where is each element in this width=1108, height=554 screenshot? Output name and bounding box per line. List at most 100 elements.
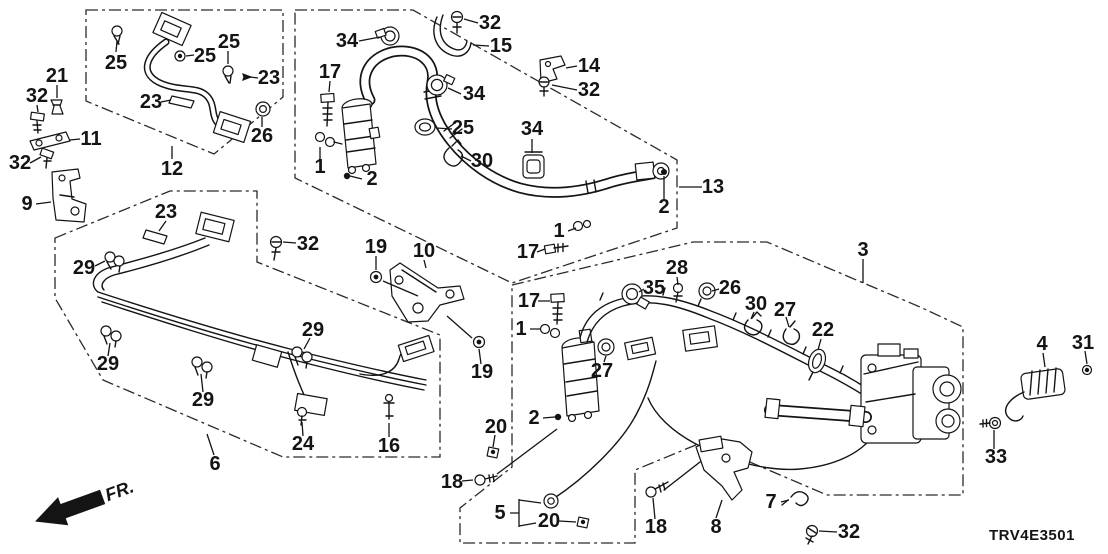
tape-23 — [142, 229, 168, 245]
callout-19[interactable]: 19 — [471, 361, 493, 383]
eyelet-terminal — [543, 493, 559, 509]
water-pump — [341, 98, 381, 175]
bolt-32 — [29, 111, 45, 134]
callout-19[interactable]: 19 — [365, 236, 387, 258]
callout-17[interactable]: 17 — [518, 290, 540, 312]
callout-18[interactable]: 18 — [441, 471, 463, 493]
callout-35[interactable]: 35 — [643, 277, 665, 299]
callout-21[interactable]: 21 — [46, 65, 68, 87]
box-3-outline — [459, 241, 964, 544]
box-6-outline — [54, 190, 441, 458]
clip-21 — [50, 99, 64, 115]
pin-2 — [554, 413, 562, 421]
callout-9[interactable]: 9 — [21, 193, 32, 215]
callout-31[interactable]: 31 — [1072, 332, 1094, 354]
tape-23 — [168, 95, 195, 109]
callout-27[interactable]: 27 — [591, 360, 613, 382]
callout-1[interactable]: 1 — [553, 220, 564, 242]
bracket-9 — [51, 168, 87, 223]
callout-23[interactable]: 23 — [258, 67, 280, 89]
callout-7[interactable]: 7 — [765, 491, 776, 513]
callout-12[interactable]: 12 — [161, 158, 183, 180]
callout-2[interactable]: 2 — [528, 407, 539, 429]
callout-32[interactable]: 32 — [479, 12, 501, 34]
arrow-icon — [35, 489, 106, 526]
callout-16[interactable]: 16 — [378, 435, 400, 457]
hose-13-artwork — [314, 10, 670, 255]
callout-34[interactable]: 34 — [521, 118, 544, 140]
callout-10[interactable]: 10 — [413, 240, 435, 262]
callout-25[interactable]: 25 — [194, 45, 216, 67]
callout-1[interactable]: 1 — [515, 318, 526, 340]
callout-25[interactable]: 25 — [452, 117, 474, 139]
callout-26[interactable]: 26 — [719, 277, 741, 299]
callout-11[interactable]: 11 — [80, 128, 101, 150]
callout-26[interactable]: 26 — [251, 125, 273, 147]
callout-32[interactable]: 32 — [838, 521, 860, 543]
callout-23[interactable]: 23 — [140, 91, 162, 113]
callout-25[interactable]: 25 — [105, 52, 127, 74]
callout-34[interactable]: 34 — [336, 30, 359, 52]
callout-3[interactable]: 3 — [857, 239, 868, 261]
callout-27[interactable]: 27 — [774, 299, 796, 321]
clip-23 — [242, 72, 253, 82]
clip-29 — [191, 356, 213, 379]
callout-15[interactable]: 15 — [490, 35, 512, 57]
clip-30 — [743, 311, 763, 336]
callout-8[interactable]: 8 — [710, 516, 721, 538]
connector — [212, 110, 252, 144]
screw-32 — [538, 76, 550, 97]
clamp-34 — [374, 26, 400, 46]
callout-29[interactable]: 29 — [73, 257, 95, 279]
callout-32[interactable]: 32 — [26, 85, 48, 107]
pin-2 — [343, 172, 351, 180]
callout-30[interactable]: 30 — [745, 293, 767, 315]
left-column-parts — [29, 99, 87, 223]
bolt-17 — [543, 242, 569, 255]
callout-2[interactable]: 2 — [366, 168, 377, 190]
callout-17[interactable]: 17 — [319, 61, 341, 83]
bolt-33 — [979, 416, 1002, 430]
callout-14[interactable]: 14 — [578, 55, 601, 77]
callout-34[interactable]: 34 — [463, 83, 486, 105]
callout-25[interactable]: 25 — [218, 31, 240, 53]
callout-17[interactable]: 17 — [517, 241, 539, 263]
callout-33[interactable]: 33 — [985, 446, 1007, 468]
callout-24[interactable]: 24 — [292, 433, 315, 455]
callout-29[interactable]: 29 — [97, 353, 119, 375]
callout-2[interactable]: 2 — [658, 196, 669, 218]
nut-pair-1 — [539, 323, 561, 339]
callout-4[interactable]: 4 — [1036, 333, 1048, 355]
screw-28 — [672, 282, 684, 303]
connector-4 — [1005, 367, 1066, 422]
callout-6[interactable]: 6 — [209, 453, 220, 475]
callout-18[interactable]: 18 — [645, 516, 667, 538]
callout-28[interactable]: 28 — [666, 257, 688, 279]
harness-3-artwork — [474, 282, 1093, 545]
ground-cable-5 — [552, 360, 657, 500]
callout-23[interactable]: 23 — [155, 201, 177, 223]
callout-32[interactable]: 32 — [9, 152, 31, 174]
hook-bracket-15 — [433, 14, 472, 57]
callout-29[interactable]: 29 — [302, 319, 324, 341]
callout-29[interactable]: 29 — [192, 389, 214, 411]
harness-6-artwork — [92, 211, 486, 426]
callout-20[interactable]: 20 — [538, 510, 560, 532]
screw-32 — [450, 10, 464, 34]
callout-13[interactable]: 13 — [702, 176, 724, 198]
bolt-1 — [572, 219, 592, 232]
clip-25 — [174, 50, 186, 62]
bolt-18 — [645, 481, 669, 498]
bracket-8 — [663, 435, 753, 501]
box-13-outline — [294, 9, 678, 284]
callout-32[interactable]: 32 — [297, 233, 319, 255]
callout-32[interactable]: 32 — [578, 79, 600, 101]
callout-22[interactable]: 22 — [812, 319, 834, 341]
callout-30[interactable]: 30 — [471, 150, 493, 172]
callout-1[interactable]: 1 — [314, 156, 325, 178]
nut-31 — [1081, 364, 1093, 376]
callout-5[interactable]: 5 — [494, 502, 505, 524]
clip-29 — [100, 325, 122, 348]
callout-20[interactable]: 20 — [485, 416, 507, 438]
bracket-11 — [29, 131, 71, 151]
